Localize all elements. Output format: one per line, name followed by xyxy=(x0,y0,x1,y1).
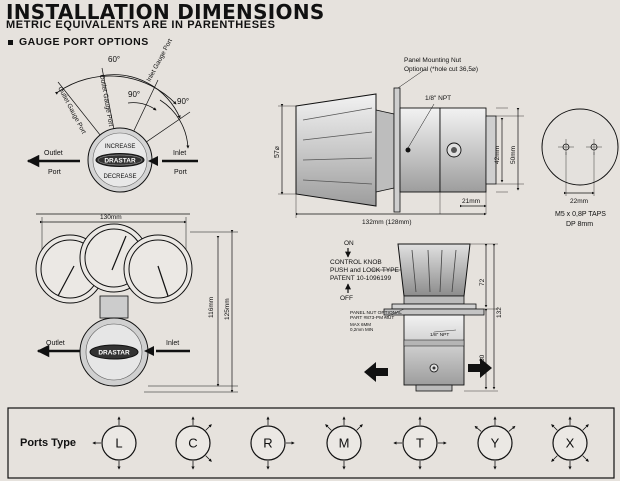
inlet-port-label-1: Inlet xyxy=(173,150,186,157)
page-subtitle: METRIC EQUIVALENTS ARE IN PARENTHESES xyxy=(6,19,276,31)
side-view-diagram: Panel Mounting Nut Optional (*hole cut 3… xyxy=(274,57,524,226)
port-circle xyxy=(101,425,137,461)
port-letter: Y xyxy=(491,436,500,451)
ports-type-label: Ports Type xyxy=(20,437,77,449)
port-arrow-icon xyxy=(325,424,332,431)
port-arrow-icon xyxy=(551,455,558,462)
length-132-label: 132mm (128mm) xyxy=(362,219,411,226)
port-circle xyxy=(477,425,513,461)
port-arrow-icon xyxy=(582,424,589,431)
decrease-label: DECREASE xyxy=(103,174,136,180)
increase-label: INCREASE xyxy=(105,144,136,150)
angle-60-label: 60° xyxy=(108,55,120,64)
dim-132-label: 132 xyxy=(496,307,503,318)
port-type-y: Y xyxy=(474,416,516,470)
brand-logo-top: DRASTAR xyxy=(104,158,136,165)
ports-type-box xyxy=(7,407,615,479)
on-label: ON xyxy=(344,240,354,247)
section-heading: GAUGE PORT OPTIONS xyxy=(8,36,149,48)
brand-logo-bottom: DRASTAR xyxy=(98,350,130,357)
dim-42-label: 42mm xyxy=(494,146,501,164)
outlet-gauge-port-label-a: Outlet Gauge Port xyxy=(56,86,87,136)
max-label-2: 0,2mm MIN xyxy=(350,327,373,332)
gauge-knob-top: DRASTAR INCREASE DECREASE xyxy=(87,127,153,193)
port-type-c: C xyxy=(175,416,212,470)
end-view-diagram: 22mm M5 x 0,8P TAPS DP 8mm xyxy=(541,108,619,228)
port-circle xyxy=(250,425,286,461)
panel-nut-label-2: Optional (*hole cut 36,5⌀) xyxy=(404,66,478,73)
dim-50-label: 50mm xyxy=(510,146,517,164)
port-arrow-icon xyxy=(508,425,516,432)
port-circle xyxy=(175,425,211,461)
dim-22-label: 22mm xyxy=(570,198,588,205)
outlet-label: Outlet xyxy=(46,340,65,347)
port-arrow-icon xyxy=(205,455,212,462)
inlet-label: Inlet xyxy=(166,340,179,347)
port-arrow-icon xyxy=(582,455,589,462)
off-label: OFF xyxy=(340,295,353,302)
angle-90b-label: 90° xyxy=(177,97,189,106)
dim-72-label: 72 xyxy=(479,278,486,286)
inlet-port-label-2: Port xyxy=(174,169,187,176)
port-type-t: T xyxy=(393,416,447,470)
dim-60-label: 60 xyxy=(479,354,486,362)
npt-label: 1/8" NPT xyxy=(425,95,451,102)
npt-small-label: 1/8" NPT xyxy=(430,332,449,338)
port-letter: X xyxy=(566,436,575,451)
port-letter: L xyxy=(115,436,122,451)
gauge-port-diagram: 60° 90° 90° Outlet Gauge Port Outlet Gau… xyxy=(26,38,198,193)
port-arrow-icon xyxy=(356,424,363,431)
diameter-57-label: 57⌀ xyxy=(274,146,281,158)
height-116-label: 116mm xyxy=(208,297,215,318)
port-arrow-icon xyxy=(205,424,212,431)
bullet-icon xyxy=(8,39,13,45)
width-130-label: 130mm xyxy=(100,214,122,221)
port-type-r: R xyxy=(250,416,295,470)
taps-label-2: DP 8mm xyxy=(566,221,593,228)
dim-21-label: 21mm xyxy=(462,198,480,205)
max-label-1: MAX 6MM xyxy=(350,322,371,327)
port-circle xyxy=(326,425,362,461)
vertical-view-diagram: ON CONTROL KNOB PUSH and LOCK TYPE PATEN… xyxy=(330,240,503,392)
outlet-gauge-port-label-b: Outlet Gauge Port xyxy=(98,74,114,127)
outlet-port-label-1: Outlet xyxy=(44,150,63,157)
section-heading-text: GAUGE PORT OPTIONS xyxy=(19,36,149,48)
port-arrow-icon xyxy=(474,425,482,432)
inlet-gauge-port-label: Inlet Gauge Port xyxy=(146,38,174,83)
panel-optional-label-2: PART #873-PM NUT xyxy=(350,315,394,321)
top-view-diagram: 130mm DRASTAR Ou xyxy=(35,213,238,393)
knob-label-3: PATENT 10-1096199 xyxy=(330,275,391,282)
port-arrow-icon xyxy=(551,424,558,431)
port-letter: T xyxy=(416,436,424,451)
angle-90a-label: 90° xyxy=(128,90,140,99)
taps-label-1: M5 x 0,8P TAPS xyxy=(555,211,606,218)
port-letter: R xyxy=(263,436,272,451)
page-title: INSTALLATION DIMENSIONS xyxy=(6,0,325,24)
port-letter: M xyxy=(339,436,350,451)
port-circle xyxy=(552,425,588,461)
panel-nut-label-1: Panel Mounting Nut xyxy=(404,57,461,64)
port-circle xyxy=(402,425,438,461)
port-type-l: L xyxy=(92,416,137,470)
knob-label-2: PUSH and LOCK TYPE xyxy=(330,267,400,274)
panel-optional-label-1: PANEL NUT OPTIONAL xyxy=(350,310,402,316)
outlet-port-label-2: Port xyxy=(48,169,61,176)
port-type-x: X xyxy=(551,416,589,470)
port-letter: C xyxy=(188,436,197,451)
port-type-m: M xyxy=(325,416,363,470)
height-125-label: 125mm xyxy=(224,298,231,320)
knob-label-1: CONTROL KNOB xyxy=(330,259,382,266)
